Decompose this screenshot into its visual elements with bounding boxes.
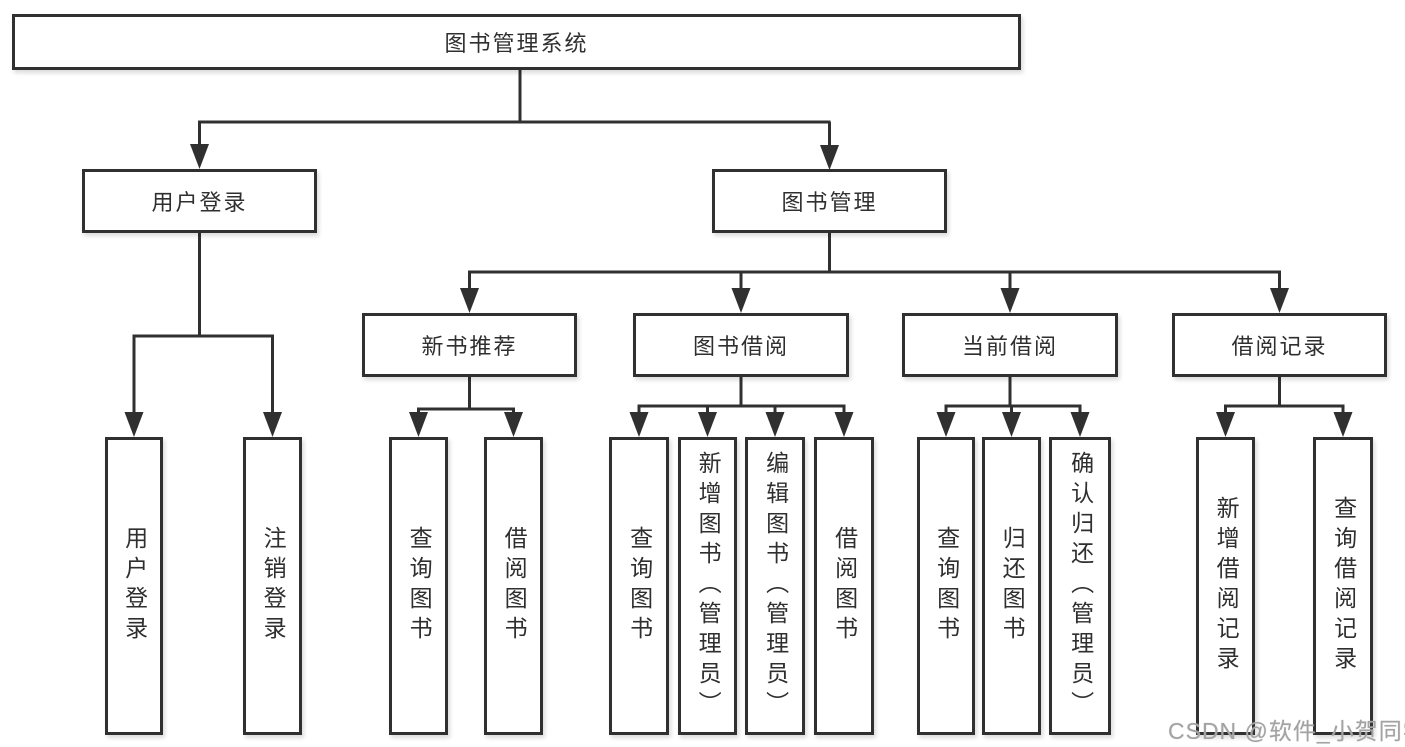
leaf-return-book: 归还图书 (982, 437, 1041, 735)
leaf-user-login: 用户登录 (105, 437, 163, 735)
leaf-confirm-return-admin: 确认归还（管理员） (1049, 437, 1111, 735)
node-current-borrowing: 当前借阅 (902, 313, 1118, 377)
leaf-query-books-current: 查询图书 (917, 437, 975, 735)
node-system-root: 图书管理系统 (12, 14, 1021, 70)
leaf-borrow-books-recommend: 借阅图书 (484, 437, 543, 735)
leaf-query-books-borrowing: 查询图书 (609, 437, 669, 735)
leaf-logout: 注销登录 (243, 437, 302, 735)
node-book-management: 图书管理 (712, 169, 947, 233)
leaf-borrow-books-borrowing: 借阅图书 (814, 437, 874, 735)
leaf-query-borrow-record: 查询借阅记录 (1313, 437, 1373, 735)
leaf-edit-book-admin: 编辑图书（管理员） (745, 437, 805, 735)
watermark: CSDN @软件_小贺同学 (1168, 718, 1405, 744)
leaf-add-borrow-record: 新增借阅记录 (1196, 437, 1255, 735)
leaf-add-book-admin: 新增图书（管理员） (678, 437, 737, 735)
leaf-query-books-recommend: 查询图书 (389, 437, 448, 735)
arrowheads (124, 144, 1353, 437)
node-borrowing-records: 借阅记录 (1172, 313, 1387, 377)
node-book-borrowing: 图书借阅 (633, 313, 849, 377)
node-new-book-recommend: 新书推荐 (362, 313, 577, 377)
node-user-login: 用户登录 (82, 169, 317, 233)
